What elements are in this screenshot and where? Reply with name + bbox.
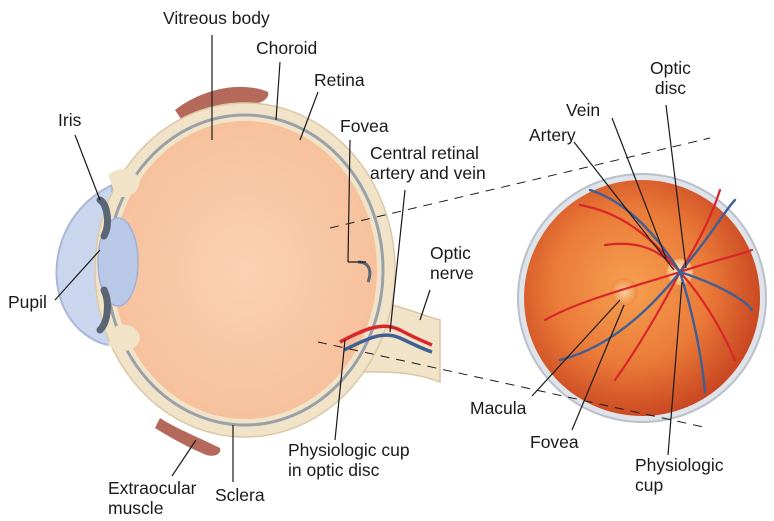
label-physiologic-cup: Physiologic cup <box>635 455 724 495</box>
label-optic-disc-line2: disc <box>650 78 691 98</box>
label-artery: Artery <box>529 125 576 145</box>
label-optic-nerve-line2: nerve <box>430 263 474 283</box>
fundus <box>524 180 760 416</box>
label-central-retinal-artery-vein: Central retinal artery and vein <box>370 143 486 183</box>
label-optic-nerve-line1: Optic <box>430 243 474 263</box>
label-retina: Retina <box>314 70 365 90</box>
label-vitreous-body: Vitreous body <box>163 8 270 28</box>
label-physiologic-cup-disc-line1: Physiologic cup <box>288 440 410 460</box>
label-physiologic-cup-disc-line2: in optic disc <box>288 460 410 480</box>
label-fovea-fundus: Fovea <box>530 432 579 452</box>
label-choroid: Choroid <box>256 38 317 58</box>
label-sclera: Sclera <box>215 485 265 505</box>
label-macula: Macula <box>470 398 526 418</box>
label-optic-disc-line1: Optic <box>650 58 691 78</box>
label-physiologic-cup-line2: cup <box>635 475 724 495</box>
label-extraocular-muscle: Extraocular muscle <box>108 478 197 518</box>
label-iris: Iris <box>58 110 81 130</box>
label-extraocular-line2: muscle <box>108 498 197 518</box>
label-vein: Vein <box>566 100 600 120</box>
label-physiologic-cup-in-optic-disc: Physiologic cup in optic disc <box>288 440 410 480</box>
label-extraocular-line1: Extraocular <box>108 478 197 498</box>
vitreous-body <box>113 121 377 419</box>
label-central-retinal-line2: artery and vein <box>370 163 486 183</box>
label-physiologic-cup-line1: Physiologic <box>635 455 724 475</box>
label-pupil: Pupil <box>8 292 47 312</box>
label-optic-disc: Optic disc <box>650 58 691 98</box>
label-optic-nerve: Optic nerve <box>430 243 474 283</box>
label-central-retinal-line1: Central retinal <box>370 143 486 163</box>
label-fovea-section: Fovea <box>340 116 389 136</box>
